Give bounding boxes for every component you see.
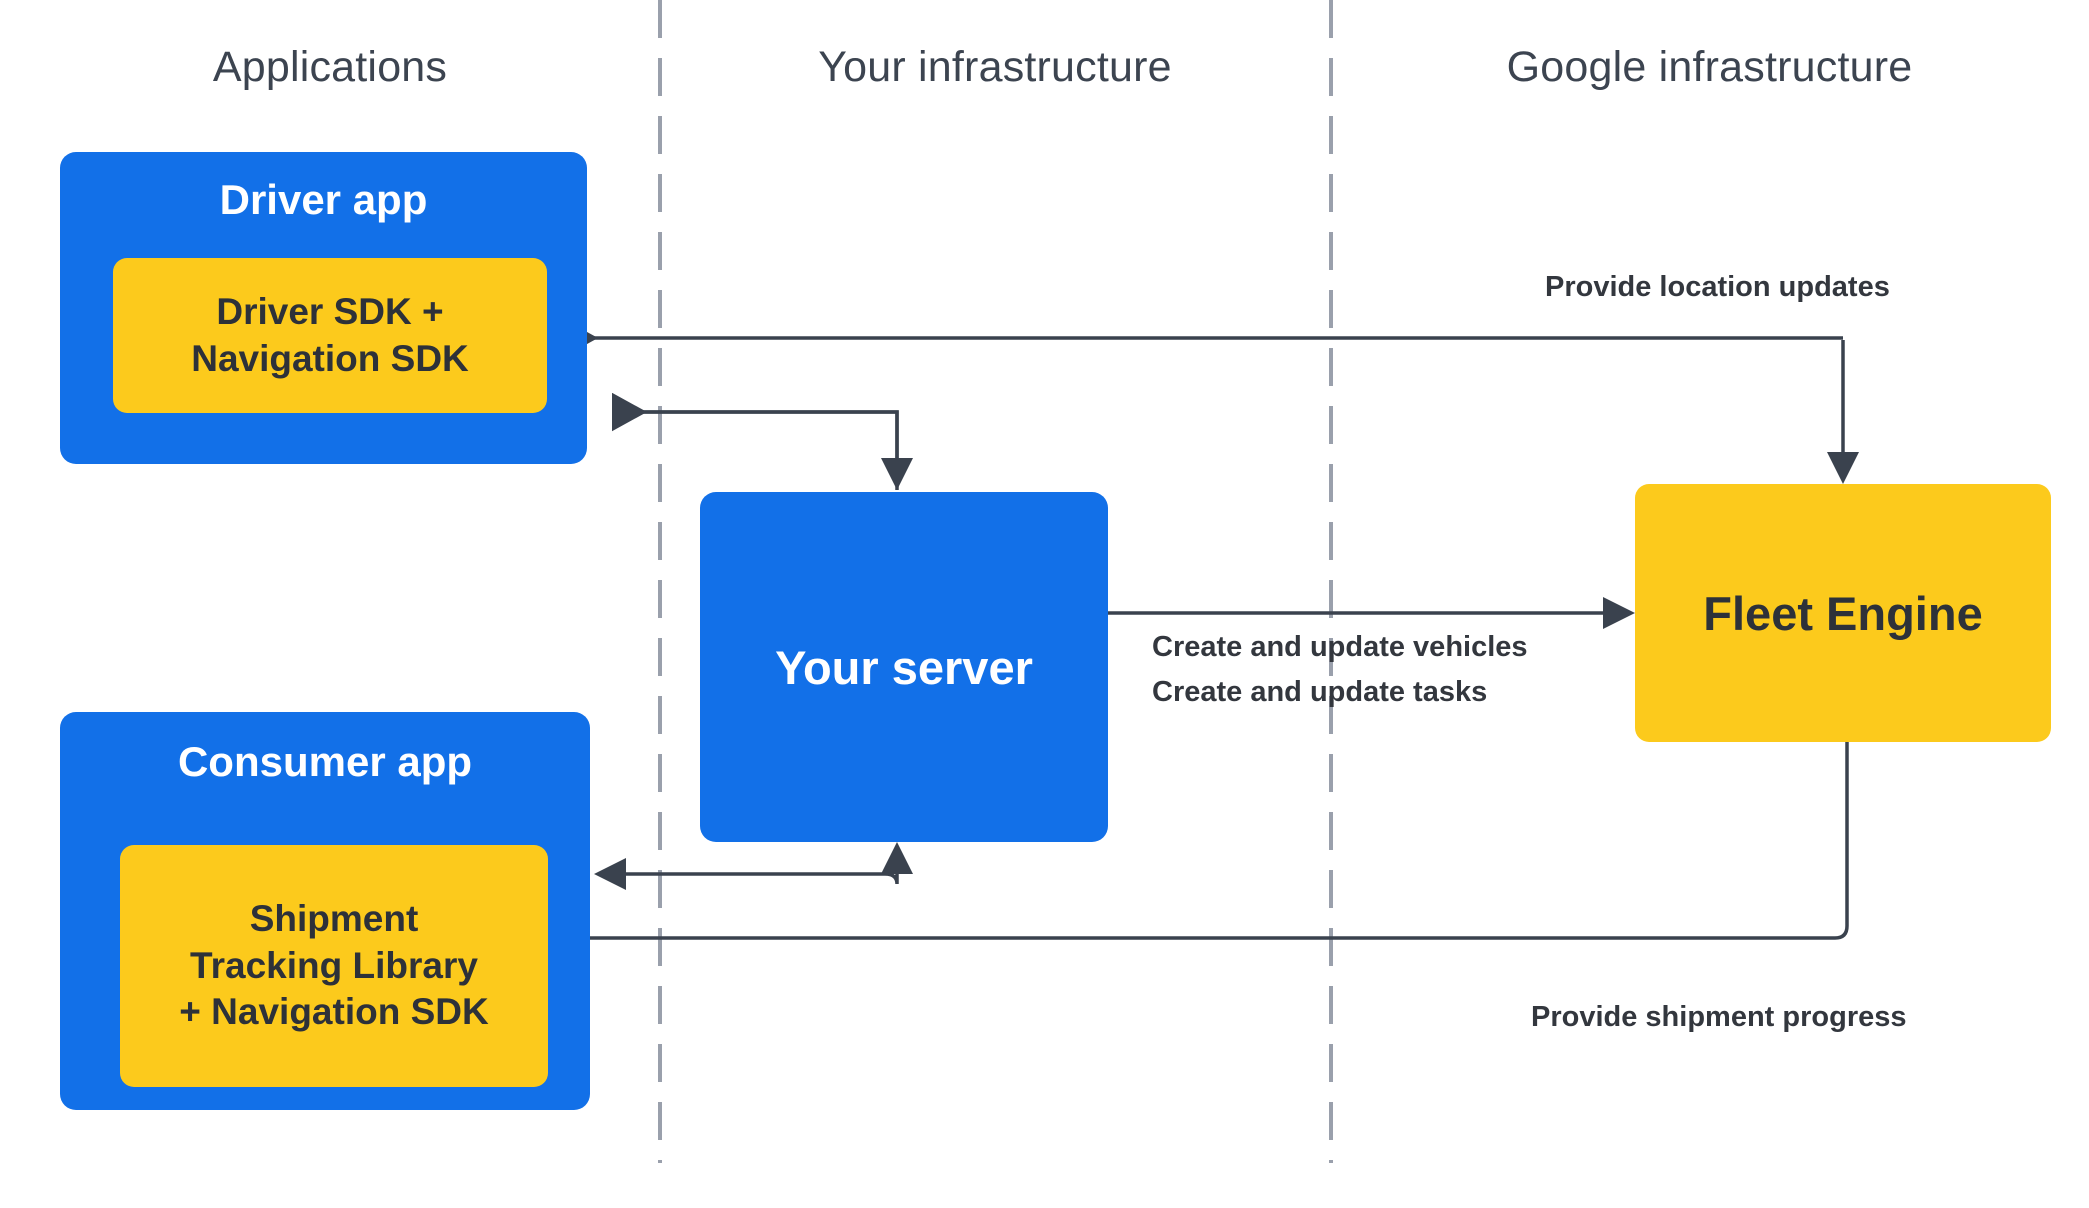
column-header-applications: Applications [212,43,448,91]
arrowhead-into-server-bottom [881,842,913,874]
edge-label-create-tasks: Create and update tasks [1152,676,1488,708]
edge-driver-app-to-server [612,410,899,472]
your-server-label: Your server [775,640,1033,694]
node-fleet-engine[interactable]: Fleet Engine [1635,484,2051,742]
column-header-google-infrastructure: Google infrastructure [1506,43,1913,91]
edge-label-location-updates: Provide location updates [1545,271,1890,303]
edge-label-shipment-progress: Provide shipment progress [1531,1001,1907,1033]
edge-label-create-vehicles: Create and update vehicles [1152,631,1528,663]
node-consumer-sdk[interactable]: Shipment Tracking Library + Navigation S… [120,845,548,1087]
arrowhead-into-server-top [881,458,913,490]
column-header-your-infrastructure: Your infrastructure [818,43,1172,91]
arrowhead-into-fleet-engine-left [1603,597,1635,629]
edge-consumer-to-server [612,856,897,874]
consumer-sdk-line-2: Tracking Library [190,944,478,986]
driver-sdk-line-2: Navigation SDK [191,337,469,379]
consumer-sdk-label: Shipment Tracking Library + Navigation S… [169,896,498,1036]
node-your-server[interactable]: Your server [700,492,1108,842]
driver-sdk-label: Driver SDK + Navigation SDK [181,289,479,382]
node-driver-sdk[interactable]: Driver SDK + Navigation SDK [113,258,547,413]
arrowhead-into-fleet-engine [1827,452,1859,484]
consumer-sdk-line-1: Shipment [249,898,419,940]
edge-server-to-consumer-app [612,862,899,885]
driver-app-title: Driver app [219,176,428,223]
driver-sdk-line-1: Driver SDK + [216,290,444,332]
consumer-sdk-line-3: + Navigation SDK [179,991,489,1033]
consumer-app-title: Consumer app [177,738,473,785]
fleet-engine-label: Fleet Engine [1703,586,1983,640]
arrowhead-into-consumer-app [594,858,626,890]
edge-server-to-driver-app [612,392,899,490]
